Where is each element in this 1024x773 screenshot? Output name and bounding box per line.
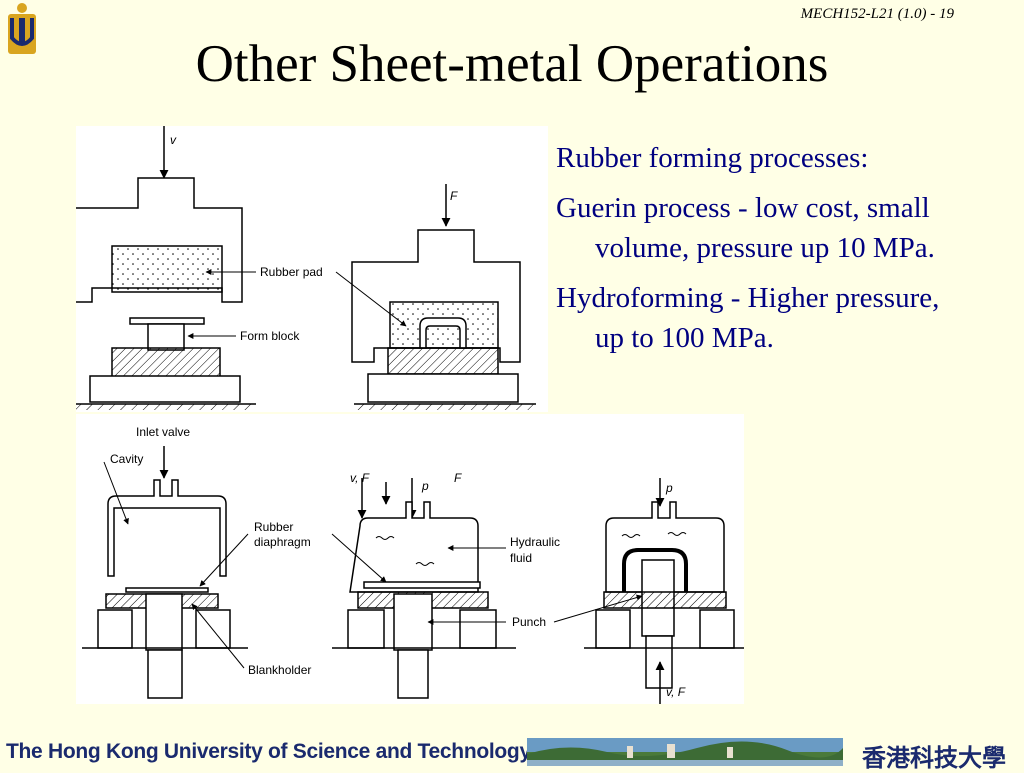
page-title: Other Sheet-metal Operations [195, 35, 829, 93]
vf-label: v, F [350, 471, 370, 485]
inlet-valve-label: Inlet valve [136, 425, 190, 439]
cavity-label: Cavity [110, 452, 143, 466]
fluid-label: fluid [510, 551, 532, 565]
chinese-name: 香港科技大學 [862, 744, 1006, 772]
p-right-label: p [665, 481, 673, 495]
force-label: F [450, 189, 458, 203]
slide-number: MECH152-L21 (1.0) - 19 [800, 6, 954, 22]
rubber-pad-label: Rubber pad [260, 265, 323, 279]
campus-photo-icon [527, 738, 843, 766]
bullet-list: Rubber forming processes: Guerin process… [556, 138, 956, 368]
footer: The Hong Kong University of Science and … [0, 736, 1024, 772]
velocity-label: v [170, 133, 177, 147]
bullet-item: Guerin process - low cost, small volume,… [556, 192, 935, 264]
punch-label: Punch [512, 615, 546, 629]
p-label: p [421, 479, 429, 493]
diaphragm-label: diaphragm [254, 535, 311, 549]
blankholder-label: Blankholder [248, 663, 311, 677]
f-label: F [454, 471, 462, 485]
form-block-label: Form block [240, 329, 300, 343]
bullet-item: Rubber forming processes: [556, 142, 869, 174]
university-name: The Hong Kong University of Science and … [6, 740, 531, 763]
vf-bottom-label: v, F [666, 685, 686, 699]
rubber-label: Rubber [254, 520, 293, 534]
university-logo-icon [8, 3, 36, 54]
hydraulic-label: Hydraulic [510, 535, 560, 549]
bullet-item: Hydroforming - Higher pressure, up to 10… [556, 282, 940, 354]
rubber-forming-diagram: v F Rubber pad Form block Inlet valve Ca… [76, 126, 744, 704]
